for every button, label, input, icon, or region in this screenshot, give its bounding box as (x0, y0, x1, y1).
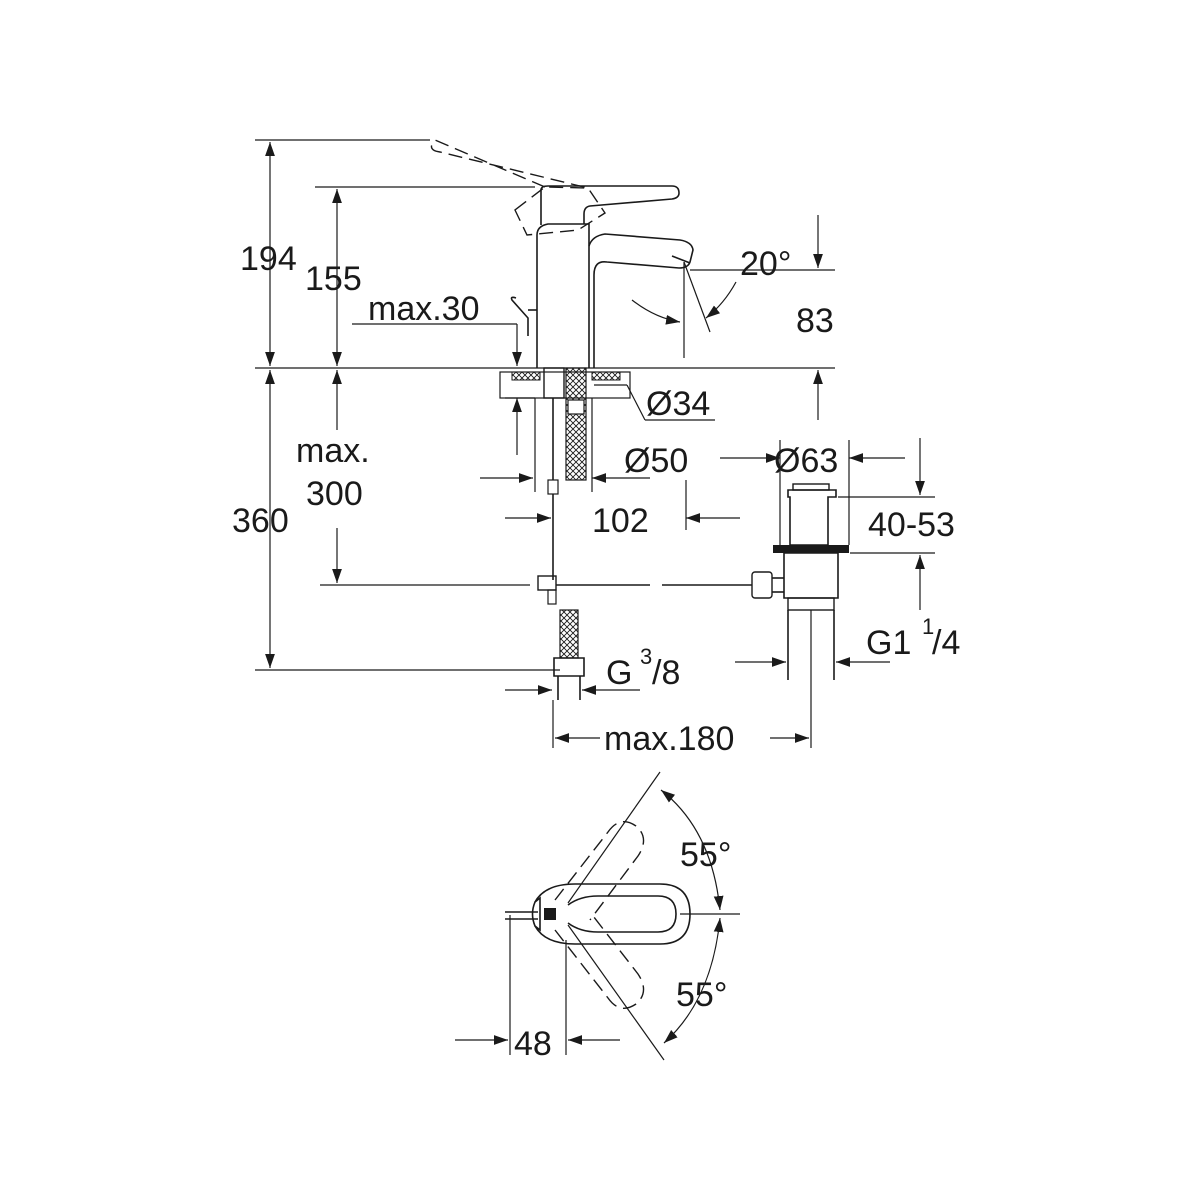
label-max180: max.180 (604, 720, 734, 758)
angle-arc-right (705, 281, 737, 319)
label-g38-sub: /8 (652, 654, 680, 692)
tap-lever-tilted (514, 186, 606, 236)
supply-hose-lower (559, 609, 579, 659)
deck-hatch-right (591, 371, 621, 381)
side-view: 194 155 max.30 20° 83 Ø34 max. 300 360 Ø… (232, 139, 960, 758)
label-g38: G (606, 654, 632, 692)
waste-linkage-knob (751, 571, 773, 599)
label-194: 194 (240, 240, 297, 278)
popup-rod-clip (547, 479, 559, 495)
deck-hatch-left (511, 371, 541, 381)
label-102: 102 (592, 502, 649, 540)
top-view: 55° 55° 48 (455, 771, 740, 1063)
handle-rotated-down (554, 911, 645, 1010)
tap-spout (588, 233, 694, 368)
label-40-53: 40-53 (868, 506, 955, 544)
label-300: 300 (306, 475, 363, 513)
label-360: 360 (232, 502, 289, 540)
angle-ref-down (567, 924, 665, 1061)
label-48: 48 (514, 1025, 552, 1063)
waste-head (787, 489, 837, 546)
supply-hose-upper (565, 367, 587, 481)
linkage-clamp (537, 575, 557, 591)
label-max30: max.30 (368, 290, 480, 328)
label-max: max. (296, 432, 370, 470)
tap-aerator (671, 255, 691, 264)
angle-arc-lower (663, 917, 724, 1044)
label-g1-sub: /4 (932, 624, 960, 662)
label-83: 83 (796, 302, 834, 340)
label-d50: Ø50 (624, 442, 688, 480)
label-g38-sup: 3 (640, 644, 652, 669)
handle-base (531, 896, 541, 932)
angle-ref-up (567, 771, 661, 904)
mount-nut (567, 399, 585, 415)
tap-lever (540, 185, 680, 225)
handle-inner-outline (567, 895, 677, 933)
popup-rod-handle (510, 296, 529, 336)
waste-plug-cap (792, 483, 830, 491)
angle-arc-upper (660, 789, 724, 911)
linkage-screw (547, 589, 557, 605)
waste-nut (787, 597, 835, 611)
label-angle-upper: 55° (680, 836, 731, 874)
label-angle-lower: 55° (676, 976, 727, 1014)
label-d63: Ø63 (774, 442, 838, 480)
leader-d34-b (626, 384, 646, 421)
supply-fitting (553, 657, 585, 700)
handle-indicator (544, 908, 556, 920)
waste-body (783, 552, 839, 599)
handle-rotated-up (554, 820, 645, 921)
label-20deg: 20° (740, 245, 791, 283)
spray-angle-line (683, 261, 711, 333)
tap-body (536, 223, 590, 368)
label-155: 155 (305, 260, 362, 298)
mount-stud (543, 367, 565, 399)
label-d34: Ø34 (646, 385, 710, 423)
angle-arc-left (631, 299, 681, 325)
label-g1-sup: 1 (922, 614, 934, 639)
tap-lever-raised (430, 139, 589, 189)
deck-slab (499, 371, 631, 399)
label-g1: G1 (866, 624, 911, 662)
waste-flange (773, 545, 849, 553)
